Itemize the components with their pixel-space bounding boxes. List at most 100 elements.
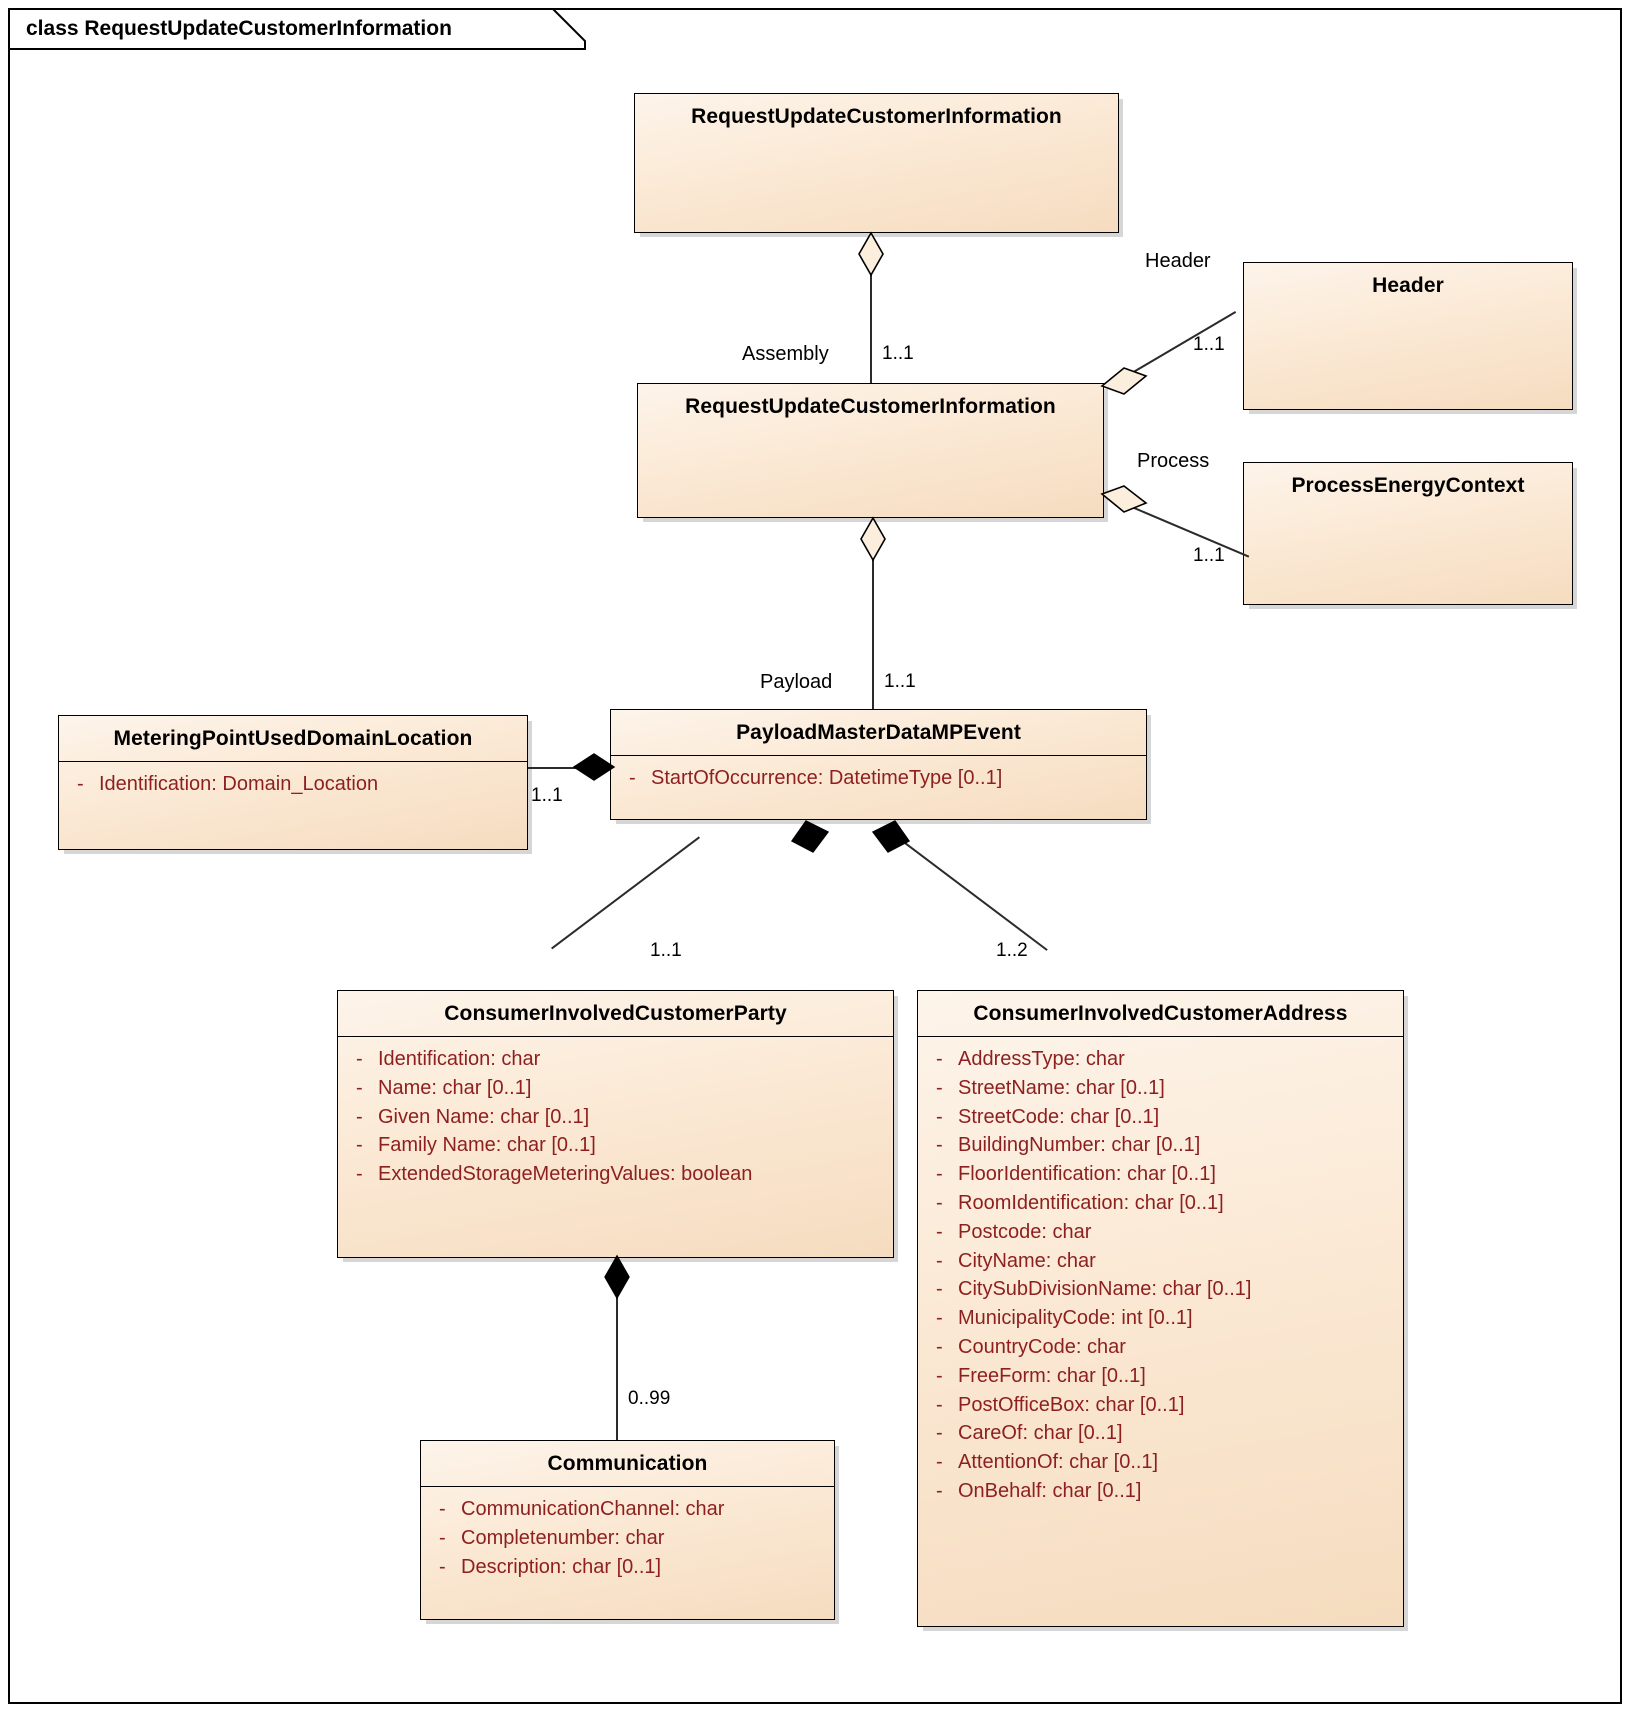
attribute-row: -Completenumber: char [427, 1524, 828, 1553]
attribute-row: -FloorIdentification: char [0..1] [924, 1160, 1397, 1189]
attribute-list: - Identification: Domain_Location [59, 762, 527, 809]
class-separator [338, 1036, 893, 1037]
attribute-row: -StreetName: char [0..1] [924, 1074, 1397, 1103]
visibility-marker: - [936, 1191, 943, 1214]
connector-multiplicity-process: 1..1 [1193, 545, 1225, 566]
attribute-text: Given Name: char [0..1] [378, 1105, 590, 1128]
visibility-marker: - [936, 1163, 943, 1186]
class-request-update-customer-information-message[interactable]: RequestUpdateCustomerInformation [637, 383, 1104, 518]
attribute-text: BuildingNumber: char [0..1] [958, 1134, 1201, 1157]
composition-diamond-communication [604, 1254, 630, 1300]
frame-title-tab: class RequestUpdateCustomerInformation [8, 8, 586, 50]
class-header[interactable]: Header [1243, 262, 1573, 410]
attribute-text: CareOf: char [0..1] [958, 1422, 1123, 1445]
class-consumer-involved-customer-party[interactable]: ConsumerInvolvedCustomerParty -Identific… [337, 990, 894, 1258]
visibility-marker: - [936, 1422, 943, 1445]
visibility-marker: - [936, 1451, 943, 1474]
attribute-row: -ExtendedStorageMeteringValues: boolean [344, 1160, 887, 1189]
attribute-row: -Given Name: char [0..1] [344, 1103, 887, 1132]
frame-title-label: class RequestUpdateCustomerInformation [26, 17, 452, 40]
attribute-row: -CityName: char [924, 1247, 1397, 1276]
aggregation-diamond-assembly [858, 231, 884, 277]
attribute-text: Description: char [0..1] [461, 1555, 662, 1578]
visibility-marker: - [936, 1076, 943, 1099]
visibility-marker: - [936, 1249, 943, 1272]
visibility-marker: - [77, 773, 84, 795]
visibility-marker: - [936, 1364, 943, 1387]
attribute-row: -BuildingNumber: char [0..1] [924, 1131, 1397, 1160]
class-name: PayloadMasterDataMPEvent [736, 721, 1021, 744]
class-name: Communication [547, 1452, 708, 1475]
connector-metering-point-line [528, 767, 594, 769]
attribute-text: AttentionOf: char [0..1] [958, 1451, 1159, 1474]
visibility-marker: - [356, 1076, 363, 1099]
visibility-marker: - [936, 1393, 943, 1416]
visibility-marker: - [356, 1105, 363, 1128]
connector-assembly-line [870, 233, 872, 383]
attribute-row: - StartOfOccurrence: DatetimeType [0..1] [617, 764, 1140, 793]
attribute-text: Completenumber: char [461, 1526, 665, 1549]
visibility-marker: - [936, 1335, 943, 1358]
attribute-row: -StreetCode: char [0..1] [924, 1103, 1397, 1132]
connector-label-header: Header [1145, 250, 1211, 272]
class-name: ProcessEnergyContext [1291, 474, 1525, 497]
attribute-text: RoomIdentification: char [0..1] [958, 1191, 1224, 1214]
class-payload-master-data-mp-event[interactable]: PayloadMasterDataMPEvent - StartOfOccurr… [610, 709, 1147, 820]
visibility-marker: - [439, 1498, 446, 1520]
attribute-text: Identification: char [378, 1048, 541, 1070]
attribute-text: CommunicationChannel: char [461, 1498, 725, 1520]
class-communication[interactable]: Communication -CommunicationChannel: cha… [420, 1440, 835, 1620]
attribute-text: ExtendedStorageMeteringValues: boolean [378, 1163, 753, 1186]
attribute-text: Postcode: char [958, 1220, 1092, 1243]
visibility-marker: - [936, 1134, 943, 1157]
attribute-text: CityName: char [958, 1249, 1096, 1272]
visibility-marker: - [356, 1163, 363, 1186]
attribute-text: MunicipalityCode: int [0..1] [958, 1307, 1193, 1330]
attribute-text: StreetCode: char [0..1] [958, 1105, 1160, 1128]
attribute-row: -RoomIdentification: char [0..1] [924, 1189, 1397, 1218]
attribute-row: -Identification: char [344, 1045, 887, 1074]
class-separator [611, 755, 1146, 756]
visibility-marker: - [936, 1220, 943, 1243]
attribute-text: CitySubDivisionName: char [0..1] [958, 1278, 1252, 1301]
attribute-row: -FreeForm: char [0..1] [924, 1362, 1397, 1391]
class-process-energy-context[interactable]: ProcessEnergyContext [1243, 462, 1573, 605]
class-metering-point-used-domain-location[interactable]: MeteringPointUsedDomainLocation - Identi… [58, 715, 528, 850]
connector-label-payload: Payload [760, 671, 833, 693]
attribute-text: Identification: Domain_Location [99, 773, 379, 795]
attribute-row: -AddressType: char [924, 1045, 1397, 1074]
attribute-text: Name: char [0..1] [378, 1076, 532, 1099]
attribute-row: -Postcode: char [924, 1218, 1397, 1247]
attribute-text: StartOfOccurrence: DatetimeType [0..1] [651, 767, 1003, 789]
attribute-list: -CommunicationChannel: char -Completenum… [421, 1487, 834, 1591]
attribute-row: -CountryCode: char [924, 1333, 1397, 1362]
class-request-update-customer-information-root[interactable]: RequestUpdateCustomerInformation [634, 93, 1119, 233]
attribute-row: -CareOf: char [0..1] [924, 1419, 1397, 1448]
class-separator [421, 1486, 834, 1487]
class-separator [918, 1036, 1403, 1037]
attribute-row: -Name: char [0..1] [344, 1074, 887, 1103]
attribute-row: -MunicipalityCode: int [0..1] [924, 1304, 1397, 1333]
attribute-text: FloorIdentification: char [0..1] [958, 1163, 1216, 1186]
class-name: MeteringPointUsedDomainLocation [113, 727, 473, 750]
attribute-text: AddressType: char [958, 1048, 1125, 1070]
connector-label-process: Process [1137, 450, 1210, 472]
visibility-marker: - [629, 767, 636, 789]
visibility-marker: - [439, 1526, 446, 1549]
attribute-row: -Family Name: char [0..1] [344, 1131, 887, 1160]
composition-diamond-customer-address [870, 819, 912, 855]
composition-diamond-customer-party [789, 819, 831, 855]
connector-multiplicity-customer-address: 1..2 [996, 940, 1028, 961]
attribute-row: -PostOfficeBox: char [0..1] [924, 1391, 1397, 1420]
attribute-text: OnBehalf: char [0..1] [958, 1479, 1142, 1502]
visibility-marker: - [356, 1048, 363, 1070]
connector-multiplicity-customer-party: 1..1 [650, 940, 682, 961]
connector-multiplicity-metering-point: 1..1 [531, 785, 563, 806]
attribute-row: -OnBehalf: char [0..1] [924, 1477, 1397, 1506]
attribute-row: -CitySubDivisionName: char [0..1] [924, 1275, 1397, 1304]
class-consumer-involved-customer-address[interactable]: ConsumerInvolvedCustomerAddress -Address… [917, 990, 1404, 1627]
visibility-marker: - [936, 1048, 943, 1070]
connector-communication-line [616, 1258, 618, 1440]
class-name: Header [1372, 274, 1444, 297]
diagram-frame [8, 8, 1622, 1704]
